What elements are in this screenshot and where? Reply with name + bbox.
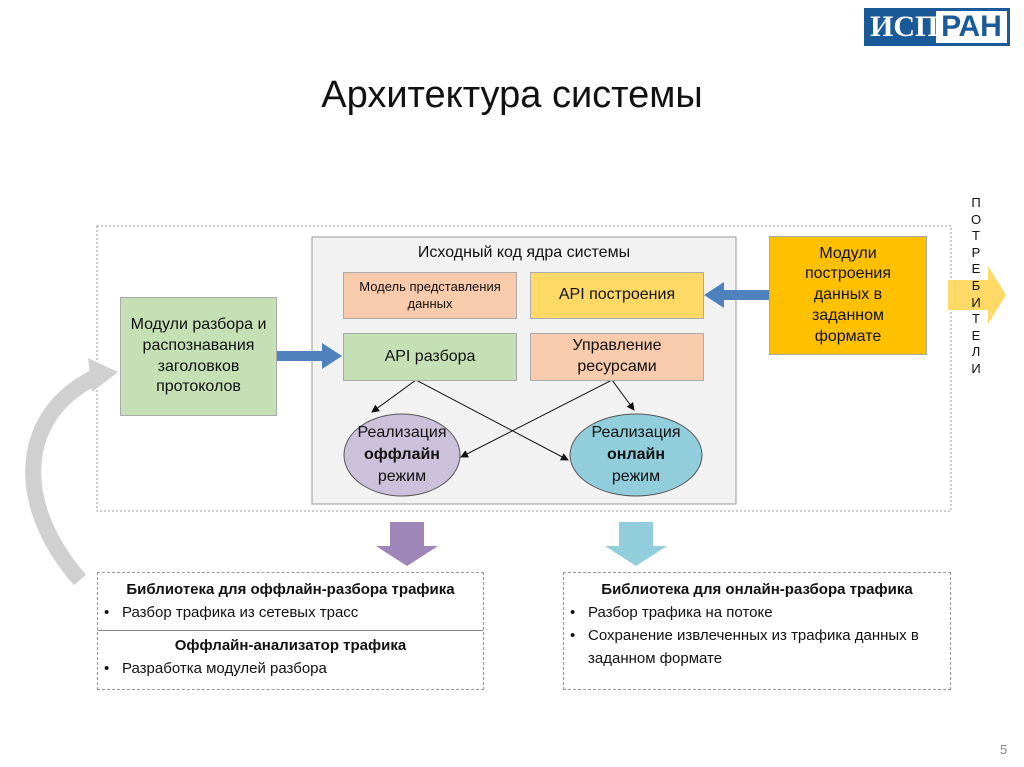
list-item: Сохранение извлеченных из трафика данных… [564, 624, 930, 670]
offline-library-box: Библиотека для оффлайн-разбора трафика Р… [97, 572, 484, 690]
offline-impl: Реализация оффлайн режим [344, 422, 460, 488]
consumers-label: ПОТРЕБИТЕЛИ [970, 195, 982, 376]
page-title: Архитектура системы [321, 74, 703, 116]
build-modules-box: Модули построения данных в заданном форм… [769, 236, 927, 355]
list-item: Разбор трафика из сетевых трасс [98, 601, 483, 624]
arrow-parse-in [277, 343, 342, 369]
label: онлайн [607, 446, 665, 463]
resources-box: Управление ресурсами [530, 333, 704, 381]
list-item: Разработка модулей разбора [98, 657, 483, 680]
logo-text: РАН [936, 11, 1007, 43]
label: Реализация [591, 424, 681, 441]
offline-analyzer-title: Оффлайн-анализатор трафика [174, 637, 407, 654]
arrow-build-in [704, 282, 769, 308]
online-library-box: Библиотека для онлайн-разбора трафика Ра… [563, 572, 951, 690]
label: Реализация [357, 424, 447, 441]
core-title: Исходный код ядра системы [417, 244, 631, 261]
api-parse-box: API разбора [343, 333, 517, 381]
label: оффлайн [364, 446, 440, 463]
logo-text: ИСП [870, 10, 939, 43]
label: режим [611, 468, 661, 485]
feedback-arrow [25, 367, 104, 586]
page-number: 5 [1000, 742, 1008, 757]
offline-library-title: Библиотека для оффлайн-разбора трафика [126, 581, 455, 598]
online-impl: Реализация онлайн режим [570, 422, 702, 488]
list-item: Разбор трафика на потоке [564, 601, 930, 624]
arrow-down-online [605, 522, 667, 566]
parse-modules-box: Модули разбора и распознавания заголовко… [120, 297, 277, 416]
arrow-down-offline [376, 522, 438, 566]
label: режим [377, 468, 427, 485]
online-library-title: Библиотека для онлайн-разбора трафика [601, 581, 913, 598]
api-build-box: API построения [530, 272, 704, 319]
offline-ellipse [343, 413, 461, 497]
arrow-consumers [948, 266, 1006, 324]
system-boundary [96, 225, 952, 512]
online-ellipse [569, 413, 703, 497]
data-model-box: Модель представления данных [343, 272, 517, 319]
